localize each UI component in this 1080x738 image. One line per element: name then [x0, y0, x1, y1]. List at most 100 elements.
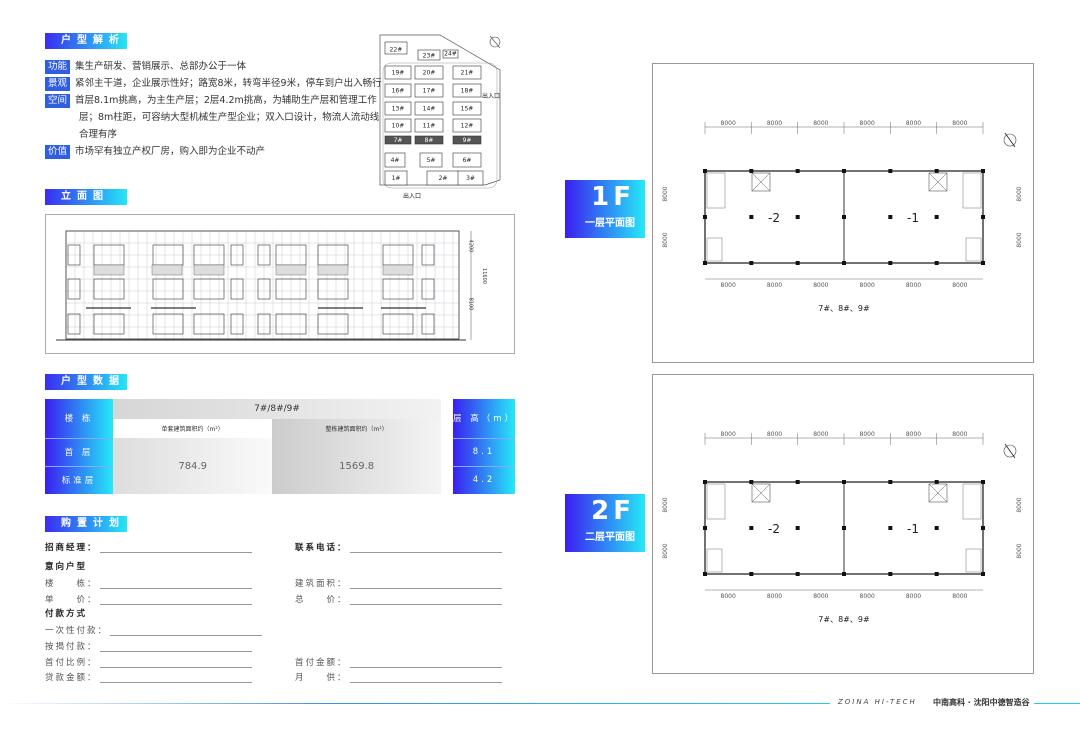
plan-caption: 7#、8#、9#	[818, 304, 870, 313]
unit-label: 13#	[392, 106, 405, 113]
entrance-label: 出入口	[403, 192, 421, 200]
unit-block	[384, 135, 412, 145]
label-mortgage: 按揭付款：	[45, 642, 98, 652]
compass-needle	[1004, 132, 1016, 148]
elevation-svg	[56, 230, 472, 341]
window	[230, 278, 244, 300]
awning	[151, 264, 183, 276]
unit-price-field[interactable]	[99, 595, 252, 605]
compass-needle	[1004, 443, 1016, 459]
unit-label: 21#	[461, 70, 474, 77]
down-ratio-field[interactable]	[99, 658, 252, 668]
label-phone: 联系电话：	[295, 543, 348, 553]
unit-number: -1	[907, 211, 919, 225]
lump-field[interactable]	[110, 626, 263, 636]
feature-tag: 价值	[45, 145, 71, 159]
floor-plan-svg: 8000800080008000800080008000800080008000…	[662, 120, 1023, 313]
dim-label: 8000	[813, 593, 828, 600]
unit-block	[452, 65, 482, 80]
site-plan: 22#23#24#19#20#21#16#17#18#13#14#15#10#1…	[379, 34, 501, 200]
label-lump: 一次性付款：	[45, 626, 109, 636]
building-field[interactable]	[99, 579, 252, 589]
window	[382, 278, 414, 300]
label-area: 建筑面积：	[295, 579, 348, 589]
building-outline	[65, 230, 460, 340]
dim-label: 8000	[813, 282, 828, 289]
unit-block	[384, 65, 412, 80]
unit-label: 6#	[463, 157, 472, 164]
column	[934, 215, 939, 219]
window	[230, 313, 244, 335]
monthly-field[interactable]	[349, 673, 502, 683]
unit-label: 8#	[425, 137, 434, 144]
unit-block	[414, 118, 444, 133]
feature-tag: 功能	[45, 60, 71, 74]
column	[749, 480, 754, 484]
unit-number: -1	[907, 522, 919, 536]
feature-tag: 景观	[45, 77, 71, 91]
unit-label: 2#	[439, 175, 448, 182]
unit-label: 20#	[423, 70, 436, 77]
total-price-field[interactable]	[349, 595, 502, 605]
stair	[706, 172, 726, 209]
window	[421, 278, 435, 300]
down-amount-field[interactable]	[349, 658, 502, 668]
unit-block	[417, 49, 441, 61]
column	[934, 572, 939, 576]
window	[93, 278, 125, 300]
restroom	[965, 548, 982, 573]
column	[888, 480, 893, 484]
unit-data-table: 楼 栋 7#/8#/9# 层 高（m） 单套建筑面积约（m²） 整栋建筑面积约（…	[45, 399, 515, 494]
unit-block	[384, 101, 412, 116]
dim-label: 8000	[767, 593, 782, 600]
unit-block	[384, 118, 412, 133]
dim-label: 8000	[906, 120, 921, 127]
compass-icon	[489, 36, 501, 48]
floor-number: 1F	[591, 182, 635, 212]
label-unit-price: 单 价：	[45, 595, 98, 605]
unit-label: 3#	[466, 175, 475, 182]
manager-field[interactable]	[99, 543, 252, 553]
window	[421, 244, 435, 266]
column	[934, 261, 939, 265]
dim-label: 4200	[467, 239, 474, 253]
dim-label: 8000	[767, 282, 782, 289]
window	[275, 278, 307, 300]
dim-label: 8000	[952, 593, 967, 600]
compass-icon	[1003, 444, 1017, 458]
header-building: 楼 栋	[45, 399, 113, 438]
area-field[interactable]	[349, 579, 502, 589]
unit-label: 24#	[444, 51, 457, 58]
unit-block	[442, 49, 459, 59]
unit-label: 16#	[392, 88, 405, 95]
column	[795, 480, 800, 484]
awning	[275, 264, 307, 276]
floor-name: 一层平面图	[585, 218, 635, 229]
unit-block	[384, 170, 408, 186]
feature-text: 紧邻主干道，企业展示性好；路宽8米，转弯半径9米，停车到户出入畅行	[75, 78, 382, 89]
phone-field[interactable]	[349, 543, 502, 553]
column	[981, 215, 985, 219]
mortgage-field[interactable]	[99, 642, 252, 652]
dim-label: 8100	[467, 297, 474, 311]
window	[152, 278, 184, 300]
column	[934, 169, 939, 173]
loan-field[interactable]	[99, 673, 252, 683]
elevator-cross	[928, 172, 948, 192]
feature-text: 层；8m柱距，可容纳大型机械生产型企业；双入口设计，物流人流动线	[79, 112, 380, 123]
window	[193, 278, 225, 300]
label-total-price: 总 价：	[295, 595, 348, 605]
unit-label: 19#	[392, 70, 405, 77]
dim-label: 8000	[1016, 186, 1023, 201]
label-payment: 付款方式	[45, 609, 88, 619]
unit-block	[452, 152, 482, 168]
unit-area-value: 784.9	[113, 438, 273, 494]
dim-label: 8000	[1016, 543, 1023, 558]
unit-label: 1#	[392, 175, 401, 182]
column	[703, 169, 707, 173]
restroom	[706, 237, 723, 262]
column	[703, 526, 707, 530]
awning	[93, 264, 125, 276]
